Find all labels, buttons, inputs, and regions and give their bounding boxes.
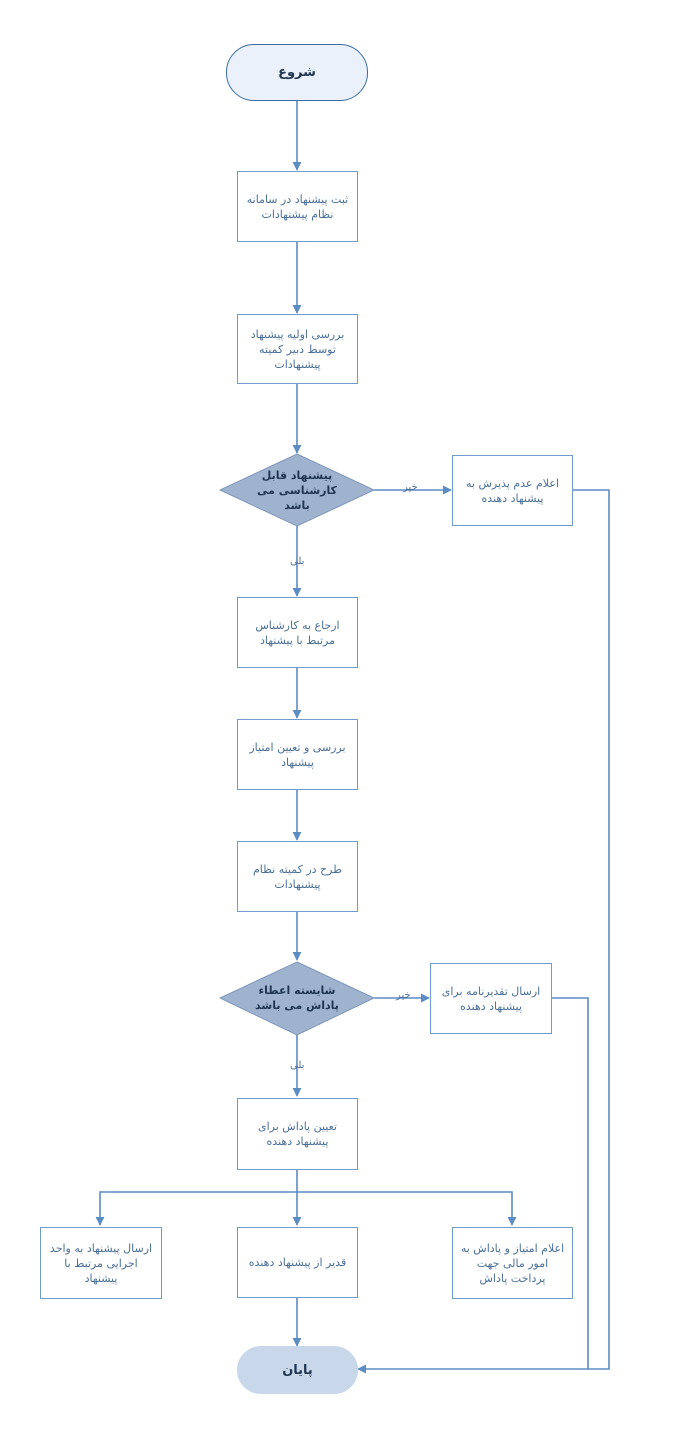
committee-step: طرح در کمیته نظام پیشنهادات — [237, 841, 358, 912]
edge-branch-finance — [297, 1191, 517, 1226]
decision-expertise-diamond — [218, 453, 376, 527]
edge-reject-end — [357, 489, 610, 1374]
decision-reward-diamond — [218, 961, 376, 1036]
decision-reward-label: شایسته اعطاء پاداش می باشد — [255, 984, 339, 1012]
notify-finance-step: اعلام امتیاز و پاداش به امور مالی جهت پر… — [452, 1227, 573, 1299]
review-score-step: بررسی و تعیین امتیاز پیشنهاد — [237, 719, 358, 790]
refer-expert-step: ارجاع به کارشناس مرتبط با پیشنهاد — [237, 597, 358, 668]
appreciation-letter-step: ارسال تقدیرنامه برای پیشنهاد دهنده — [430, 963, 552, 1034]
reject-notice-step: اعلام عدم پذیرش به پیشنهاد دهنده — [452, 455, 573, 526]
end-node: پایان — [237, 1346, 358, 1394]
decision-expertise-label: پیشنهاد قابل کارشناسی می باشد — [256, 468, 337, 512]
edge-label-yes-2: بلی — [290, 1060, 305, 1071]
edge-branch-executive — [95, 1191, 297, 1226]
edge-label-yes-1: بلی — [290, 556, 305, 567]
send-executive-step: ارسال پیشنهاد به واحد اجرایی مرتبط با پی… — [40, 1227, 162, 1299]
start-node: شروع — [226, 44, 368, 101]
initial-review-step: بررسی اولیه پیشنهاد توسط دبیر کمیته پیشن… — [237, 314, 358, 384]
thank-proposer-step: قدیر از پیشنهاد دهنده — [237, 1227, 358, 1298]
register-step: ثبت پیشنهاد در سامانه نظام پیشنهادات — [237, 171, 358, 242]
edge-letter-end — [552, 997, 589, 1369]
set-reward-step: تعیین پاداش برای پیشنهاد دهنده — [237, 1098, 358, 1170]
edge-label-no-2: خیر — [396, 990, 411, 1001]
edge-label-no-1: خیر — [403, 482, 418, 493]
